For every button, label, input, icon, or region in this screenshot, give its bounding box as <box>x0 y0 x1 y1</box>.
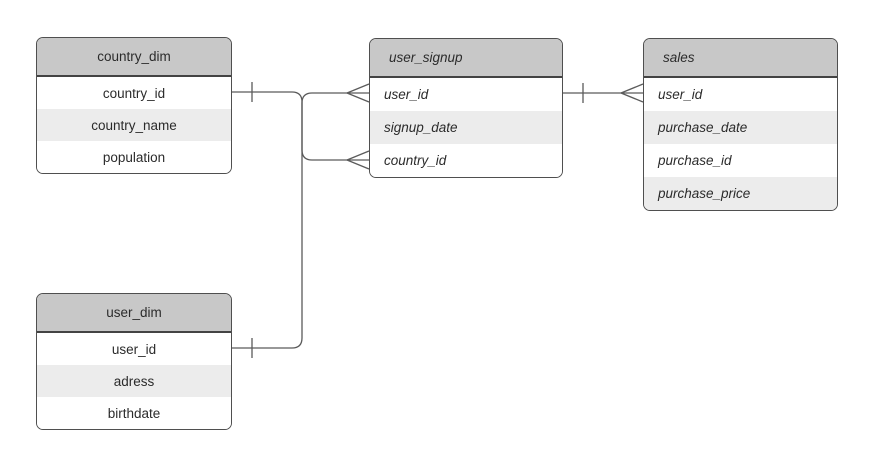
entity-field[interactable]: adress <box>37 365 231 397</box>
entity-field[interactable]: population <box>37 141 231 173</box>
crow-foot-icon <box>346 150 370 170</box>
entity-field[interactable]: purchase_id <box>644 144 837 177</box>
entity-field[interactable]: user_id <box>370 78 562 111</box>
connector-line[interactable] <box>232 92 369 349</box>
entity-title[interactable]: user_dim <box>37 294 231 333</box>
entity-field[interactable]: user_id <box>37 333 231 365</box>
entity-title[interactable]: sales <box>644 39 837 78</box>
crow-foot-icon <box>346 83 370 103</box>
entity-title[interactable]: user_signup <box>370 39 562 78</box>
entity-title[interactable]: country_dim <box>37 38 231 77</box>
entity-field[interactable]: signup_date <box>370 111 562 144</box>
relationship-country-dim-to-user-signup[interactable] <box>232 82 370 170</box>
entity-user-dim[interactable]: user_dim user_id adress birthdate <box>36 293 232 430</box>
entity-field[interactable]: birthdate <box>37 397 231 429</box>
entity-field[interactable]: user_id <box>644 78 837 111</box>
entity-field[interactable]: purchase_price <box>644 177 837 210</box>
crow-foot-icon <box>620 83 644 103</box>
connector-line[interactable] <box>232 91 369 161</box>
entity-field[interactable]: country_name <box>37 109 231 141</box>
entity-field[interactable]: purchase_date <box>644 111 837 144</box>
relationship-user-signup-to-sales[interactable] <box>563 83 644 103</box>
entity-field[interactable]: country_id <box>370 144 562 177</box>
entity-field[interactable]: country_id <box>37 77 231 109</box>
entity-sales[interactable]: sales user_id purchase_date purchase_id … <box>643 38 838 211</box>
entity-user-signup[interactable]: user_signup user_id signup_date country_… <box>369 38 563 178</box>
entity-country-dim[interactable]: country_dim country_id country_name popu… <box>36 37 232 174</box>
relationship-user-dim-to-user-signup[interactable] <box>232 83 370 358</box>
